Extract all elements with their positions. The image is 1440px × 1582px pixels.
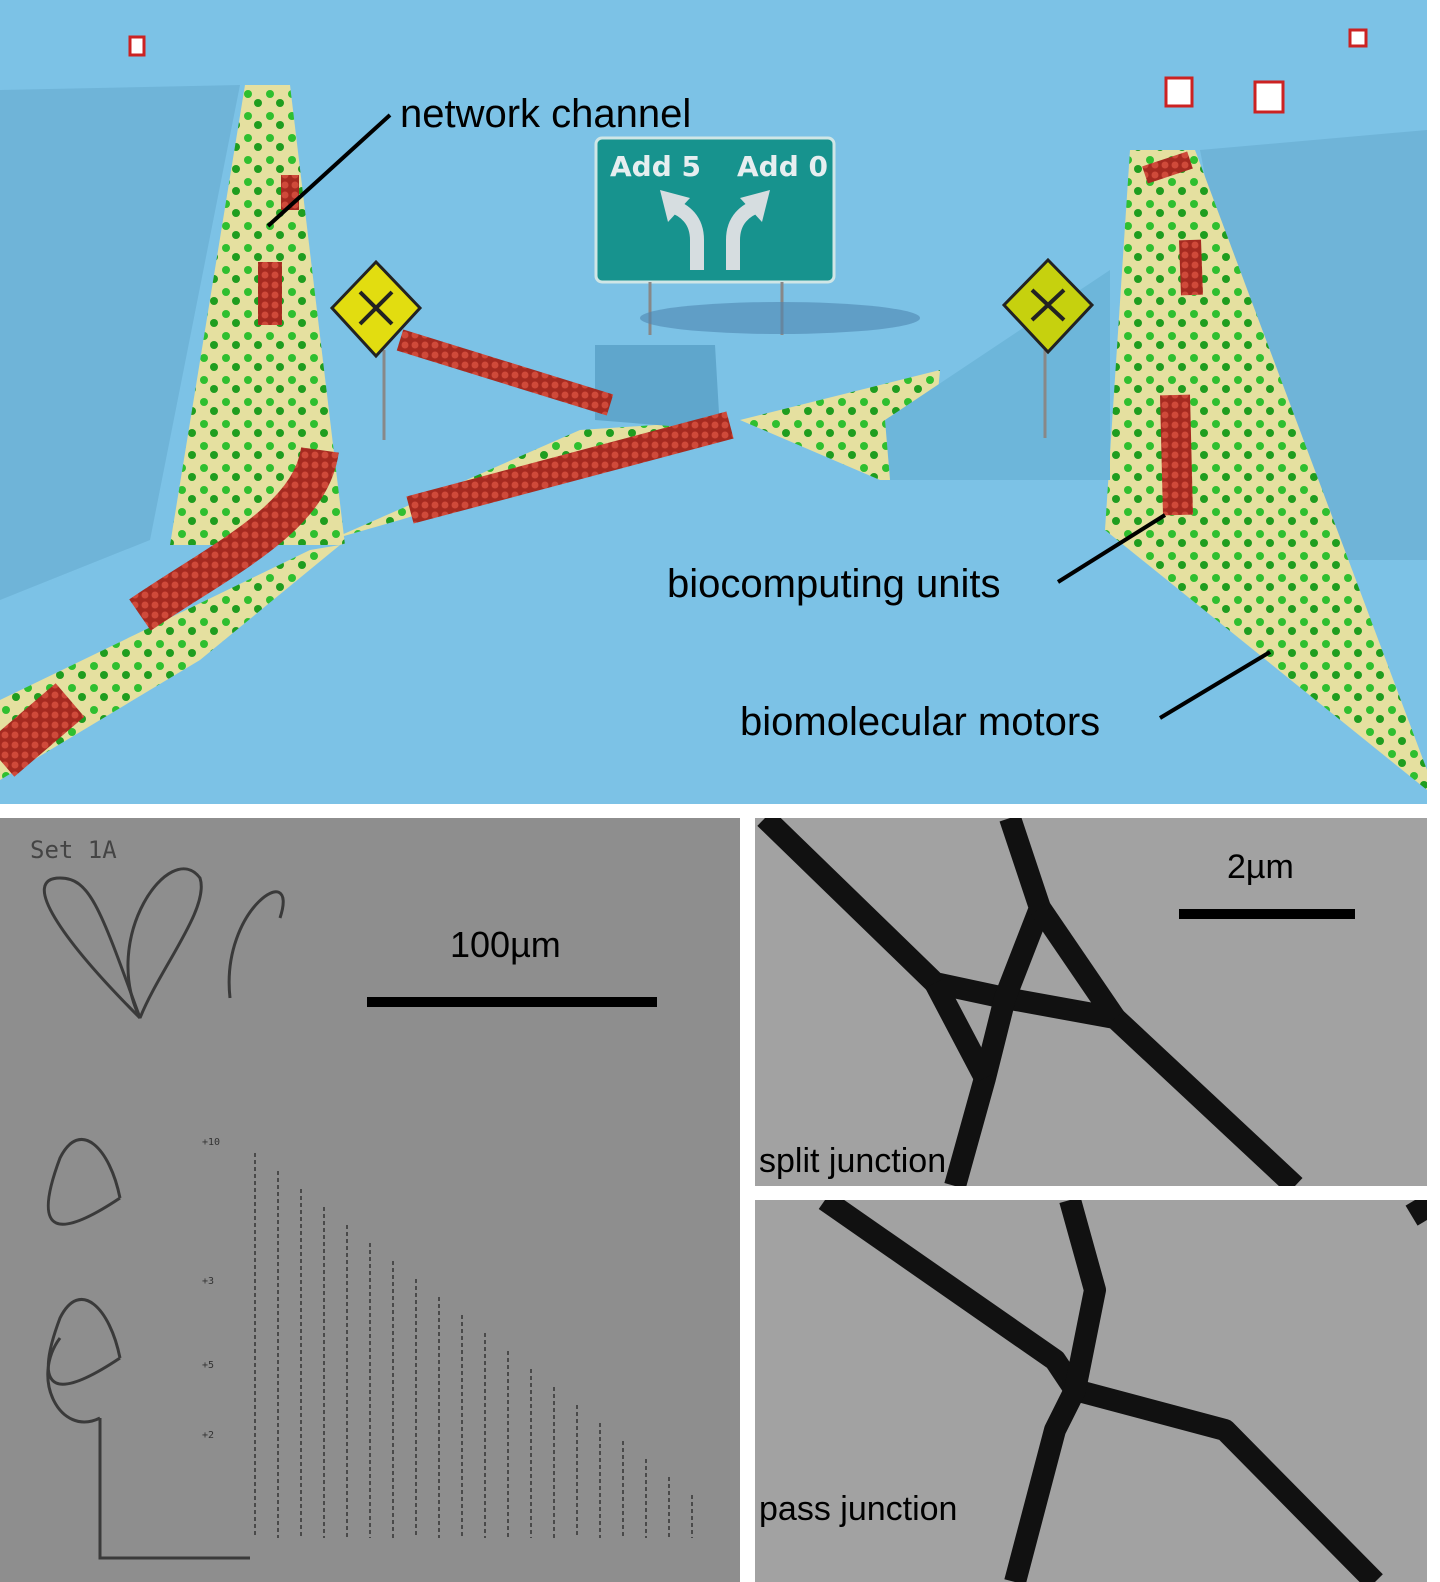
network-lattice <box>42 867 693 1560</box>
sem-split-junction: 2µm split junction <box>755 818 1427 1186</box>
label-biocomputing-units: biocomputing units <box>667 562 1001 606</box>
schematic-panel: Add 5 Add 0 network channel biocomputing… <box>0 0 1427 804</box>
scale-bar-2um-label: 2µm <box>1227 848 1294 886</box>
sem-network-image: Set 1A 100µm +10 +3 +5 +2 <box>0 818 740 1582</box>
sem-pass-junction: pass junction <box>755 1200 1427 1582</box>
warning-sign-left <box>329 259 423 440</box>
sign-left-label: Add 5 <box>610 150 701 183</box>
label-biomolecular-motors: biomolecular motors <box>740 700 1101 744</box>
row-label: +10 <box>202 1137 221 1148</box>
direction-sign <box>594 136 836 284</box>
network-illustration <box>0 28 1427 790</box>
row-label: +5 <box>202 1360 215 1371</box>
scale-bar-100um-label: 100µm <box>450 924 561 965</box>
label-network-channel: network channel <box>400 92 692 136</box>
split-junction-label: split junction <box>759 1142 947 1180</box>
row-label: +3 <box>202 1276 215 1287</box>
sign-right-label: Add 0 <box>737 150 828 183</box>
pass-junction-label: pass junction <box>759 1490 958 1528</box>
row-label: +2 <box>202 1430 215 1441</box>
set-label: Set 1A <box>30 836 117 864</box>
warning-sign-right <box>1001 257 1095 438</box>
